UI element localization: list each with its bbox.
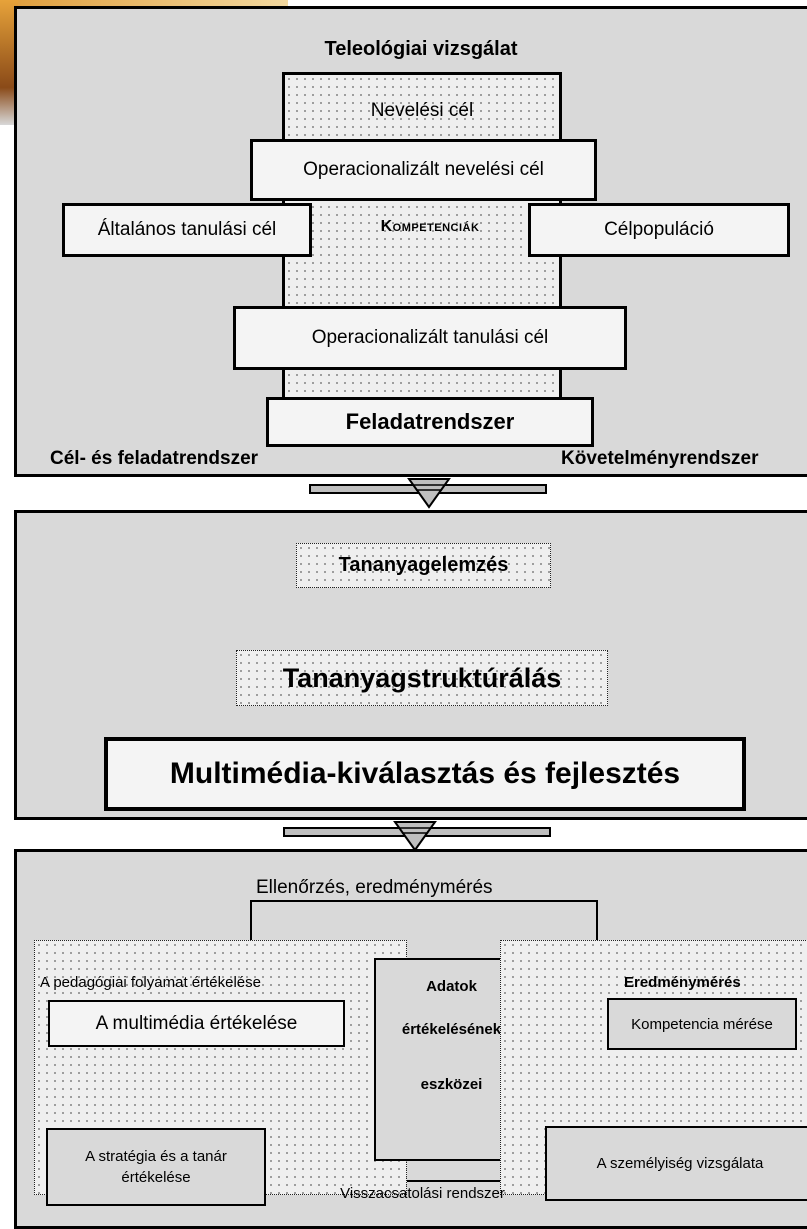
top-connector-frame xyxy=(250,900,598,958)
ellenorzes-title: Ellenőrzés, eredménymérés xyxy=(256,877,493,898)
strategy-line-2: értékelése xyxy=(121,1169,191,1186)
competence-measurement-box: Kompetencia mérése xyxy=(607,998,797,1050)
down-arrow-icon xyxy=(407,478,451,509)
tananyagelemzes-box: Tananyagelemzés xyxy=(296,543,551,588)
op-nevelesi-cel-label: Operacionalizált nevelési cél xyxy=(303,159,544,180)
left-header-label: A pedagógiai folyamat értékelése xyxy=(40,974,261,991)
multimedia-box: Multimédia-kiválasztás és fejlesztés xyxy=(104,737,746,811)
op-tanulasi-cel-box: Operacionalizált tanulási cél xyxy=(233,306,627,370)
down-arrow-icon xyxy=(393,821,437,852)
kompetenciak-label: Kompetenciák xyxy=(340,218,520,236)
data-tools-line-1: Adatok xyxy=(426,978,477,995)
data-tools-line-3: eszközei xyxy=(420,1076,483,1093)
corner-decoration-top xyxy=(18,0,288,6)
celpopulacio-label: Célpopuláció xyxy=(604,219,714,240)
footer-left-label: Cél- és feladatrendszer xyxy=(50,448,259,469)
multimedia-evaluation-label: A multimédia értékelése xyxy=(95,1012,298,1034)
tananyagstrukturalas-label: Tananyagstruktúrálás xyxy=(282,662,562,693)
corner-decoration xyxy=(0,0,18,125)
personality-label: A személyiség vizsgálata xyxy=(596,1155,764,1172)
feladatrendszer-box: Feladatrendszer xyxy=(266,397,594,447)
strategy-line-1: A stratégia és a tanár xyxy=(85,1148,227,1165)
op-tanulasi-cel-label: Operacionalizált tanulási cél xyxy=(311,327,549,348)
celpopulacio-box: Célpopuláció xyxy=(528,203,790,257)
feedback-label: Visszacsatolási rendszer xyxy=(340,1185,505,1202)
multimedia-label: Multimédia-kiválasztás és fejlesztés xyxy=(169,757,681,790)
tananyagstrukturalas-box: Tananyagstruktúrálás xyxy=(236,650,608,706)
tananyagelemzes-label: Tananyagelemzés xyxy=(338,554,509,576)
strategy-evaluation-box: A stratégia és a tanár értékelése xyxy=(46,1128,266,1206)
multimedia-evaluation-box: A multimédia értékelése xyxy=(48,1000,345,1047)
personality-box: A személyiség vizsgálata xyxy=(545,1126,807,1201)
altalanos-cel-label: Általános tanulási cél xyxy=(97,219,277,240)
kompetenciak-text: Kompetenciák xyxy=(380,218,480,235)
footer-right-label: Követelményrendszer xyxy=(561,448,759,469)
competence-measurement-label: Kompetencia mérése xyxy=(631,1015,773,1033)
teleology-title: Teleológiai vizsgálat xyxy=(324,38,518,60)
right-header-label: Eredménymérés xyxy=(624,974,741,991)
nevelesi-cel-label: Nevelési cél xyxy=(370,100,474,121)
data-tools-line-2: értékelésének xyxy=(401,1021,502,1038)
op-nevelesi-cel-box: Operacionalizált nevelési cél xyxy=(250,139,597,201)
feladatrendszer-label: Feladatrendszer xyxy=(345,409,515,434)
altalanos-cel-box: Általános tanulási cél xyxy=(62,203,312,257)
